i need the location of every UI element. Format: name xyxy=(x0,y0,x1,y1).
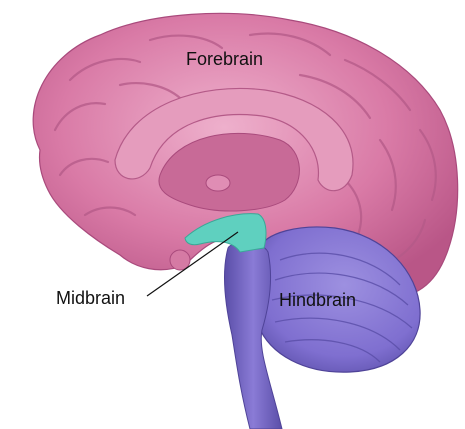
inner-nucleus xyxy=(206,175,230,191)
hindbrain-label: Hindbrain xyxy=(279,290,356,311)
pituitary xyxy=(170,250,190,270)
midbrain-label: Midbrain xyxy=(56,288,125,309)
forebrain-label: Forebrain xyxy=(186,49,263,70)
